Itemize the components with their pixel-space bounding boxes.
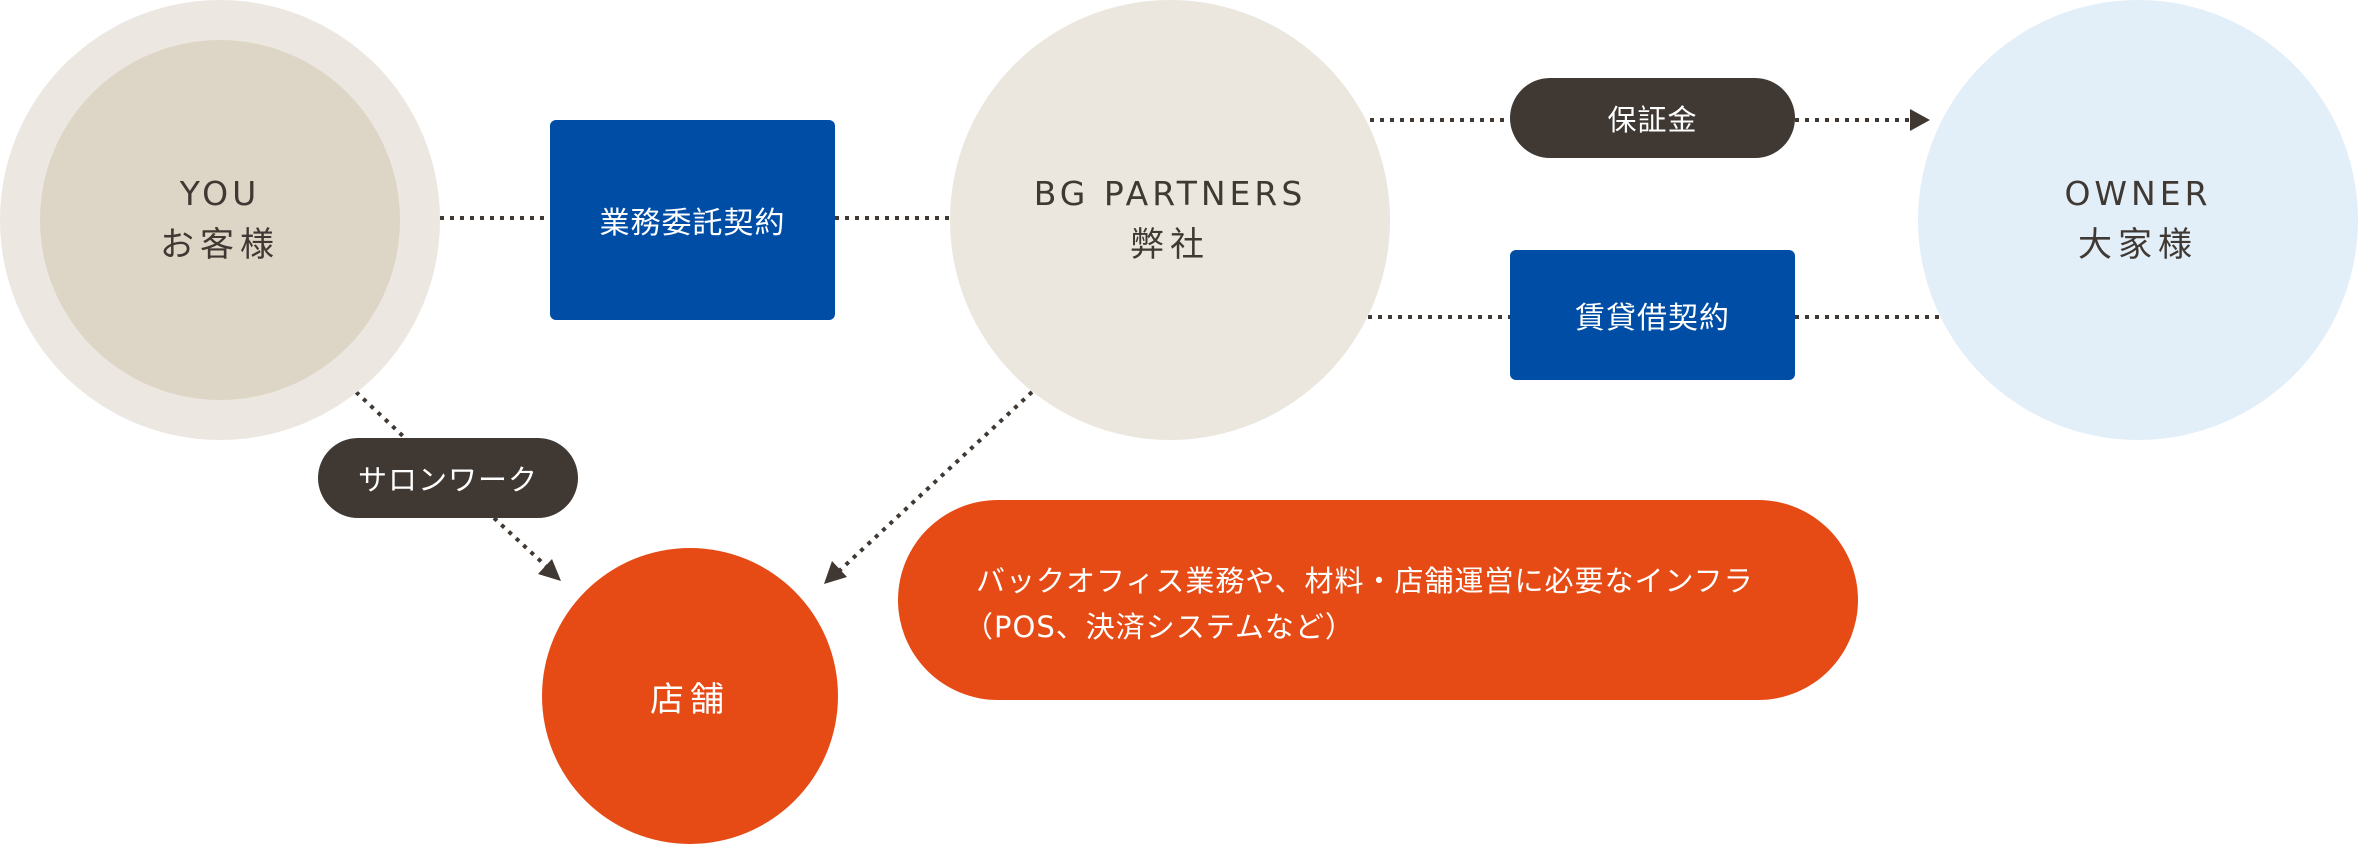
owner-circle: OWNER 大家様 (1918, 0, 2358, 440)
partner-label-en: BG PARTNERS (1033, 173, 1307, 213)
you-circle: YOU お客様 (40, 40, 400, 400)
salon-work-pill: サロンワーク (318, 438, 578, 518)
lease-contract-label: 賃貸借契約 (1575, 301, 1730, 336)
lease-contract-box: 賃貸借契約 (1510, 250, 1795, 380)
deposit-label: 保証金 (1607, 103, 1698, 137)
infrastructure-text-line1: バックオフィス業務や、材料・店舗運営に必要なインフラ (976, 564, 1754, 598)
deposit-pill: 保証金 (1510, 78, 1795, 158)
line-partner-shop (836, 390, 1034, 574)
partner-label-ja: 弊社 (1130, 225, 1210, 266)
shop-label: 店舗 (650, 679, 730, 720)
partner-circle: BG PARTNERS 弊社 (950, 0, 1390, 440)
line-you-salon (354, 390, 407, 440)
infrastructure-pill: バックオフィス業務や、材料・店舗運営に必要なインフラ （POS、決済システムなど… (898, 500, 1858, 700)
arrow-to-owner (1910, 109, 1930, 131)
business-contract-label: 業務委託契約 (599, 206, 786, 241)
shop-circle: 店舗 (542, 548, 838, 844)
owner-label-ja: 大家様 (2078, 225, 2198, 266)
arrow-salon-to-shop (538, 559, 561, 581)
you-outer-circle: YOU お客様 (0, 0, 440, 440)
infrastructure-text-line2: （POS、決済システムなど） (964, 610, 1355, 644)
business-contract-box: 業務委託契約 (550, 120, 835, 320)
you-label-en: YOU (179, 173, 261, 213)
line-salon-shop (492, 516, 548, 568)
arrow-partner-to-shop (824, 561, 847, 584)
owner-label-en: OWNER (2064, 173, 2212, 213)
salon-work-label: サロンワーク (357, 463, 538, 497)
you-label-ja: お客様 (160, 225, 280, 266)
